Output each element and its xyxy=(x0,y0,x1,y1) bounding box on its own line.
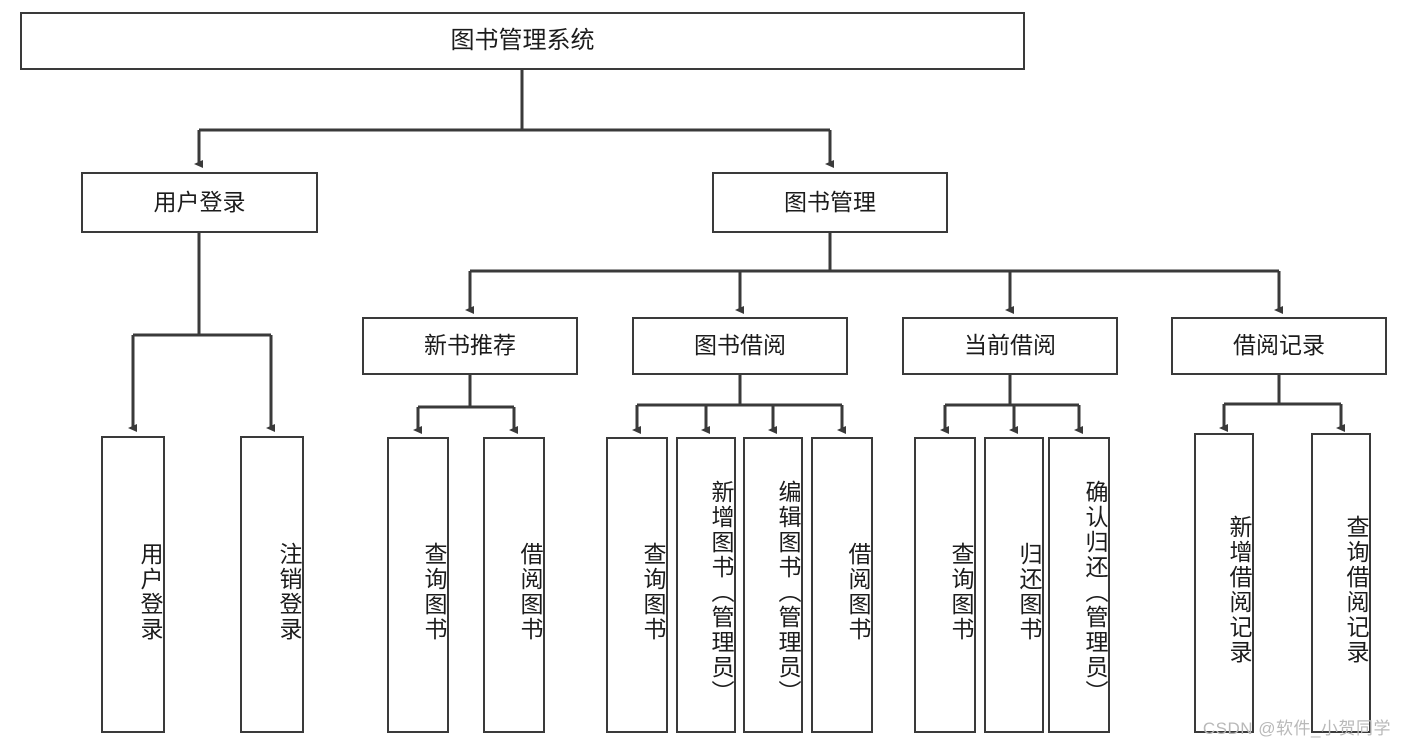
leaf-current-borrow-query[interactable]: 查询图书 xyxy=(914,437,976,733)
leaf-label: 查询图书 xyxy=(948,542,974,642)
leaf-label: 查询借阅记录 xyxy=(1343,515,1369,665)
leaf-label: 注销登录 xyxy=(276,541,302,642)
node-borrow-records[interactable]: 借阅记录 xyxy=(1171,317,1387,375)
leaf-label: 用户登录 xyxy=(137,541,163,642)
leaf-label: 新增图书（管理员） xyxy=(708,479,734,705)
leaf-user-login-login[interactable]: 用户登录 xyxy=(101,436,165,733)
leaf-current-borrow-return[interactable]: 归还图书 xyxy=(984,437,1044,733)
leaf-new-book-query[interactable]: 查询图书 xyxy=(387,437,449,733)
leaf-label: 编辑图书（管理员） xyxy=(775,479,801,705)
node-current-borrow[interactable]: 当前借阅 xyxy=(902,317,1118,375)
leaf-book-borrow-add[interactable]: 新增图书（管理员） xyxy=(676,437,736,733)
leaf-user-login-logout[interactable]: 注销登录 xyxy=(240,436,304,733)
node-book-borrow[interactable]: 图书借阅 xyxy=(632,317,848,375)
leaf-new-book-borrow[interactable]: 借阅图书 xyxy=(483,437,545,733)
leaf-label: 确认归还（管理员） xyxy=(1082,479,1108,705)
leaf-label: 查询图书 xyxy=(421,542,447,642)
leaf-book-borrow-borrow[interactable]: 借阅图书 xyxy=(811,437,873,733)
node-book-management[interactable]: 图书管理 xyxy=(712,172,948,233)
node-new-book-recommend[interactable]: 新书推荐 xyxy=(362,317,578,375)
node-user-login[interactable]: 用户登录 xyxy=(81,172,318,233)
node-root-system[interactable]: 图书管理系统 xyxy=(20,12,1025,70)
leaf-book-borrow-edit[interactable]: 编辑图书（管理员） xyxy=(743,437,803,733)
leaf-records-query[interactable]: 查询借阅记录 xyxy=(1311,433,1371,733)
leaf-label: 归还图书 xyxy=(1016,542,1042,642)
leaf-label: 新增借阅记录 xyxy=(1226,515,1252,665)
leaf-records-add[interactable]: 新增借阅记录 xyxy=(1194,433,1254,733)
leaf-label: 查询图书 xyxy=(640,542,666,642)
leaf-label: 借阅图书 xyxy=(517,542,543,642)
leaf-label: 借阅图书 xyxy=(845,542,871,642)
csdn-watermark: CSDN @软件_小贺同学 xyxy=(1202,719,1391,738)
leaf-current-borrow-confirm[interactable]: 确认归还（管理员） xyxy=(1048,437,1110,733)
leaf-book-borrow-query[interactable]: 查询图书 xyxy=(606,437,668,733)
